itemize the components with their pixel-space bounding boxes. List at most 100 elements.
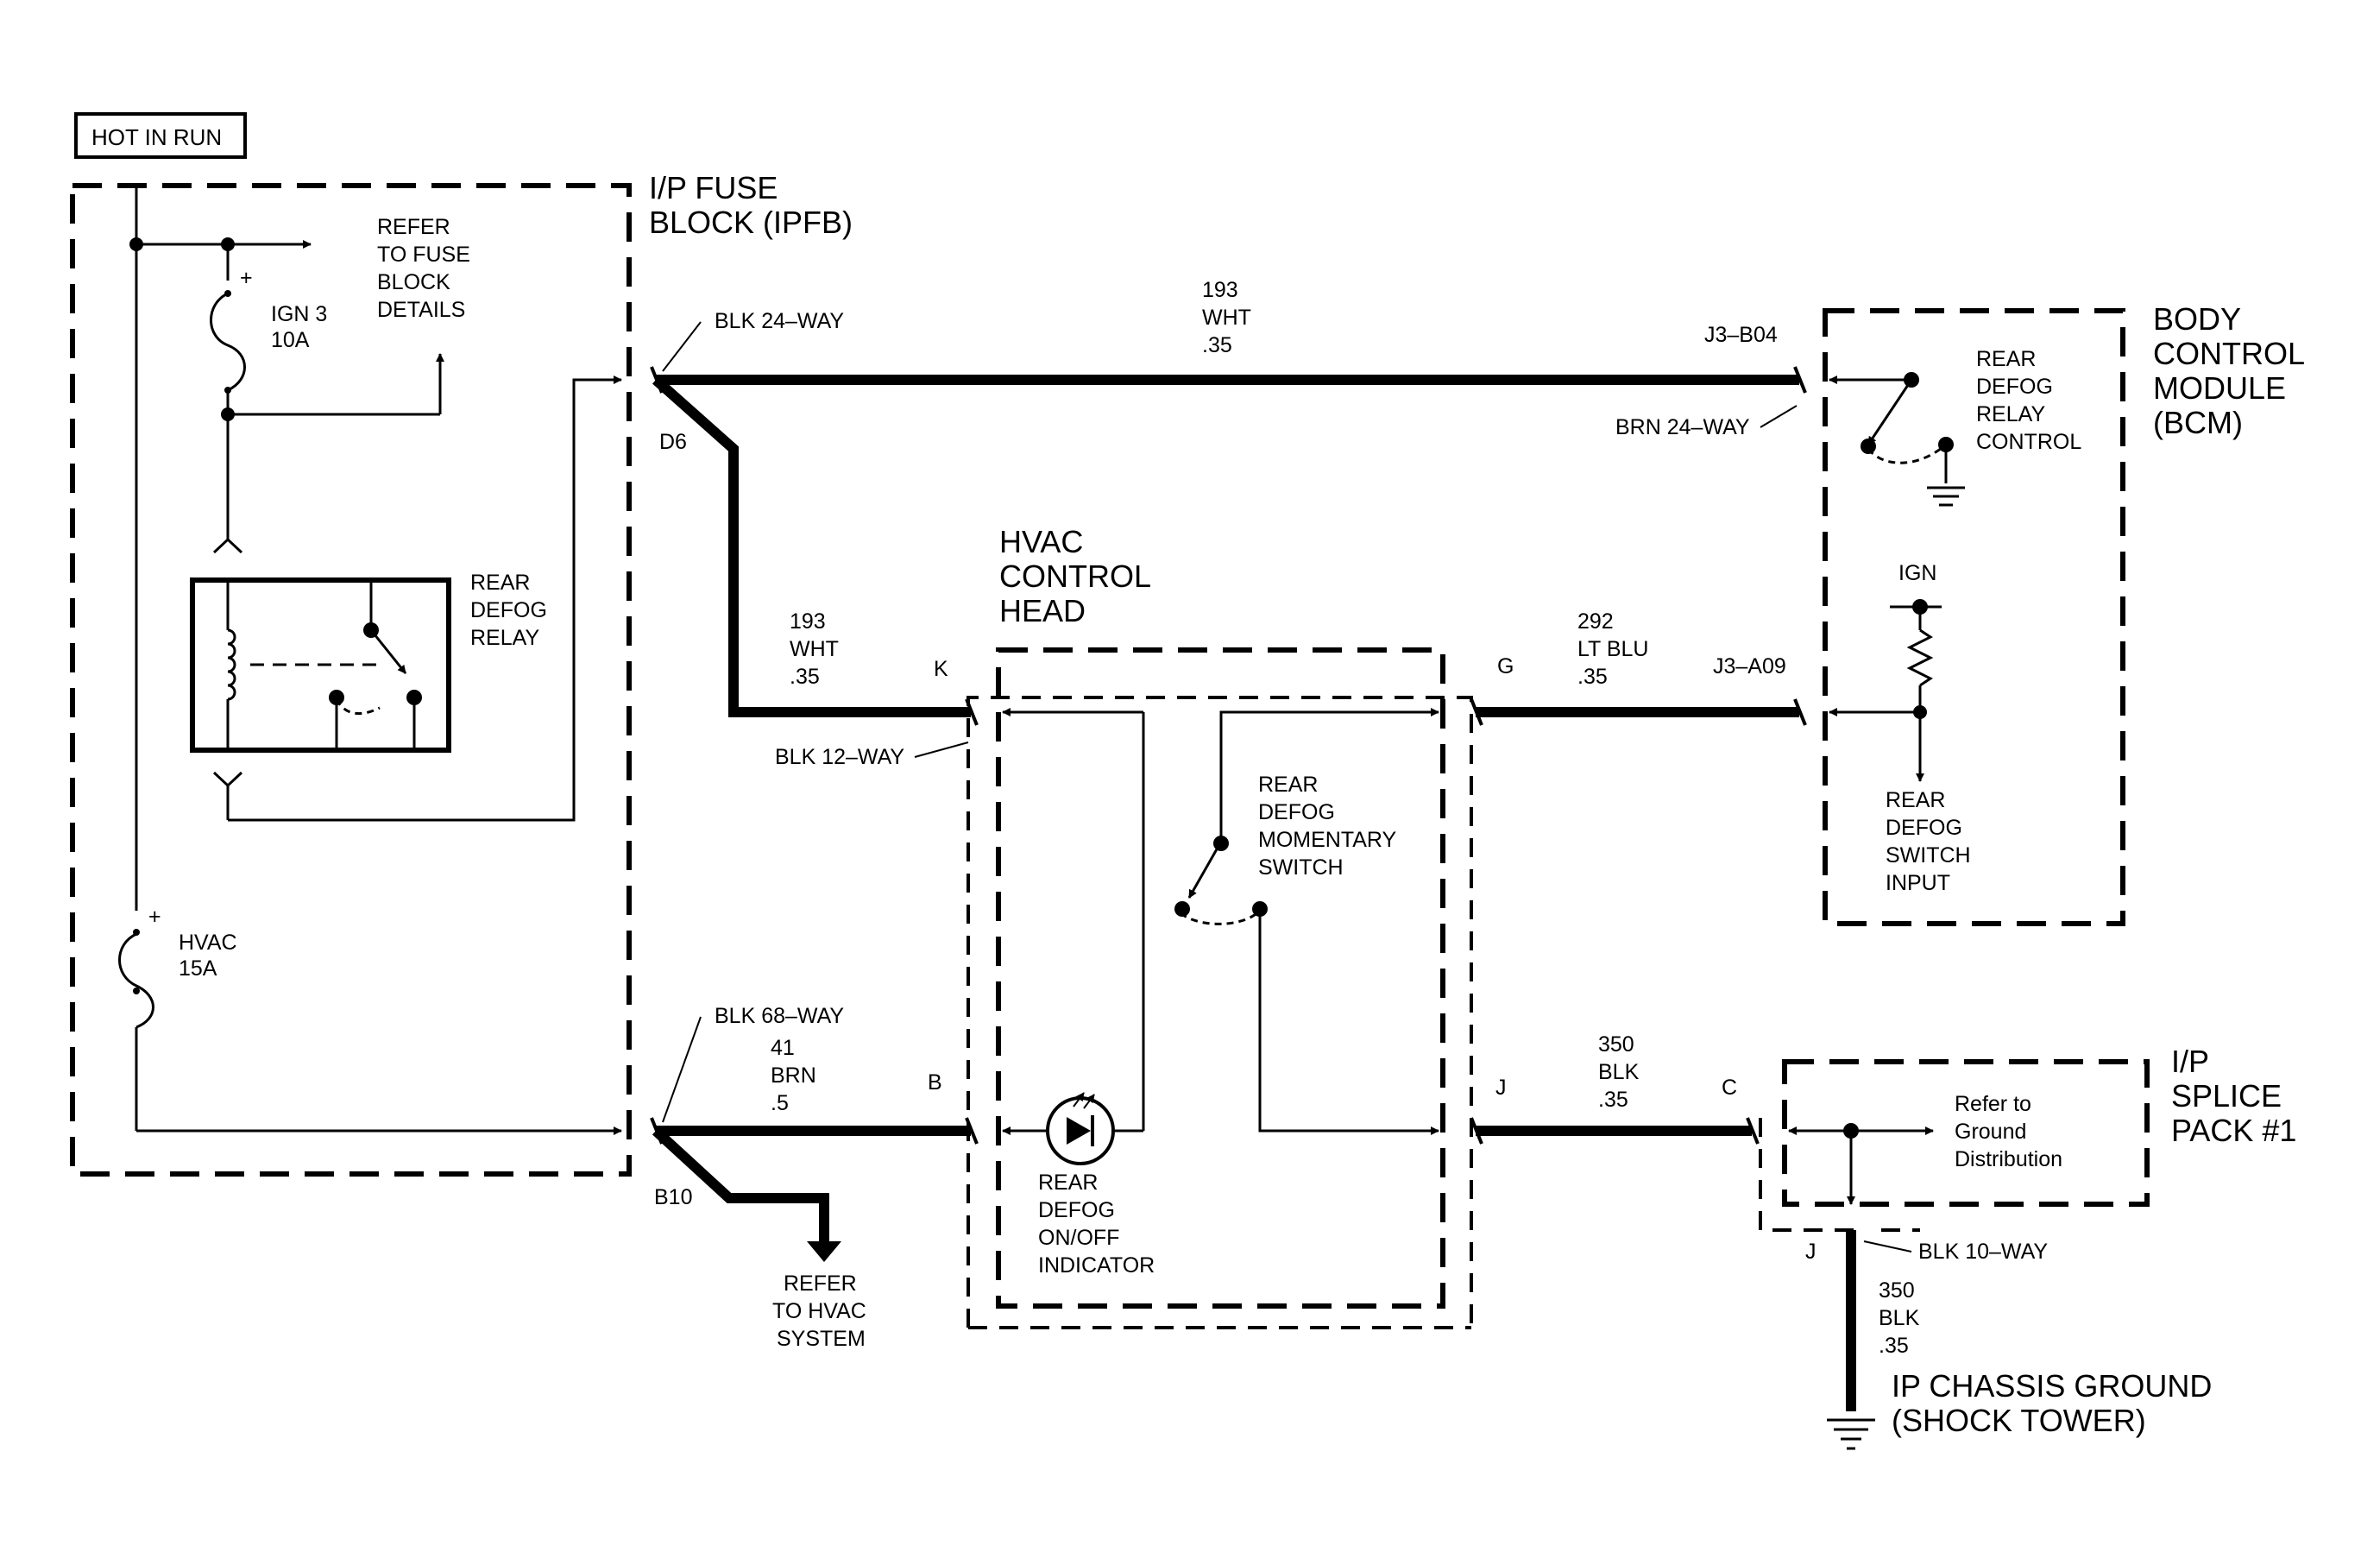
svg-text:HEAD: HEAD xyxy=(999,593,1086,628)
ign3-fuse: + IGN 3 10A xyxy=(240,266,327,352)
svg-text:DEFOG: DEFOG xyxy=(1886,816,1962,840)
splice-internal-wiring xyxy=(1788,1126,1934,1205)
svg-text:I/P FUSE: I/P FUSE xyxy=(649,170,778,205)
svg-text:TO HVAC: TO HVAC xyxy=(772,1299,866,1323)
svg-text:.35: .35 xyxy=(1577,665,1608,689)
connector-ticks xyxy=(650,366,1807,1145)
svg-text:BLK 10–WAY: BLK 10–WAY xyxy=(1918,1240,2048,1264)
svg-text:BLK 68–WAY: BLK 68–WAY xyxy=(715,1004,844,1028)
svg-text:IP CHASSIS GROUND: IP CHASSIS GROUND xyxy=(1892,1368,2212,1404)
indicator-label: REAR DEFOG ON/OFF INDICATOR xyxy=(1038,1171,1155,1278)
svg-text:J3–A09: J3–A09 xyxy=(1713,654,1786,678)
svg-text:193: 193 xyxy=(1202,278,1238,302)
svg-text:G: G xyxy=(1497,654,1514,678)
svg-text:WHT: WHT xyxy=(790,637,839,661)
hvac-head-title: HVAC CONTROL HEAD xyxy=(999,524,1151,628)
svg-text:PACK #1: PACK #1 xyxy=(2171,1113,2296,1148)
svg-text:CONTROL: CONTROL xyxy=(2153,336,2305,371)
svg-text:292: 292 xyxy=(1577,609,1614,634)
ipfb-splice-dots xyxy=(129,237,235,994)
svg-text:RELAY: RELAY xyxy=(470,626,539,650)
svg-text:10A: 10A xyxy=(271,328,310,352)
bcm-title: BODY CONTROL MODULE (BCM) xyxy=(2153,301,2305,440)
svg-text:REAR: REAR xyxy=(1258,773,1318,797)
svg-text:B10: B10 xyxy=(654,1185,692,1209)
svg-text:Distribution: Distribution xyxy=(1955,1147,2062,1171)
svg-text:.5: .5 xyxy=(771,1091,789,1115)
hvac-system-arrow xyxy=(807,1241,841,1262)
svg-text:WHT: WHT xyxy=(1202,306,1251,330)
svg-text:J: J xyxy=(1495,1076,1507,1100)
svg-text:SPLICE: SPLICE xyxy=(2171,1078,2282,1114)
bcm-input-label: REAR DEFOG SWITCH INPUT xyxy=(1886,788,1971,895)
svg-text:REAR: REAR xyxy=(470,571,530,595)
svg-text:SWITCH: SWITCH xyxy=(1886,843,1971,868)
svg-text:Refer to: Refer to xyxy=(1955,1092,2031,1116)
svg-text:SYSTEM: SYSTEM xyxy=(777,1327,866,1351)
svg-text:K: K xyxy=(934,657,948,681)
svg-text:DETAILS: DETAILS xyxy=(377,298,465,322)
ipfb-box xyxy=(70,183,632,1177)
svg-text:INDICATOR: INDICATOR xyxy=(1038,1253,1155,1278)
svg-text:DEFOG: DEFOG xyxy=(470,598,547,622)
svg-text:(SHOCK TOWER): (SHOCK TOWER) xyxy=(1892,1403,2146,1438)
svg-text:HVAC: HVAC xyxy=(999,524,1083,559)
svg-text:.35: .35 xyxy=(1879,1334,1909,1358)
momentary-switch-label: REAR DEFOG MOMENTARY SWITCH xyxy=(1258,773,1397,880)
svg-text:REAR: REAR xyxy=(1886,788,1945,812)
svg-text:RELAY: RELAY xyxy=(1976,402,2045,426)
bcm-dots xyxy=(1861,372,1954,719)
svg-text:BLOCK (IPFB): BLOCK (IPFB) xyxy=(649,205,853,240)
ipfb-internal-wiring xyxy=(118,188,622,1135)
svg-text:HOT IN RUN: HOT IN RUN xyxy=(91,124,222,150)
splice-pack-box xyxy=(1759,1059,2150,1232)
svg-text:193: 193 xyxy=(790,609,826,634)
hvac-fuse: + HVAC 15A xyxy=(148,905,237,981)
fuse-details-note: REFER TO FUSE BLOCK DETAILS xyxy=(377,215,470,322)
svg-text:IGN: IGN xyxy=(1898,561,1936,585)
hvac-head-dots xyxy=(1174,836,1268,917)
svg-text:C: C xyxy=(1722,1076,1737,1100)
svg-text:REAR: REAR xyxy=(1976,347,2036,371)
connector-labels: BLK 24–WAY D6 J3–B04 BRN 24–WAY K BLK 12… xyxy=(654,309,2048,1264)
svg-text:Ground: Ground xyxy=(1955,1120,2026,1144)
svg-text:CONTROL: CONTROL xyxy=(999,558,1151,594)
svg-text:J3–B04: J3–B04 xyxy=(1704,323,1778,347)
splice-dot xyxy=(1843,1123,1859,1139)
svg-text:BLK: BLK xyxy=(1598,1060,1640,1084)
svg-text:REFER: REFER xyxy=(377,215,450,239)
svg-text:(BCM): (BCM) xyxy=(2153,405,2243,440)
svg-text:J: J xyxy=(1805,1240,1816,1264)
svg-text:TO FUSE: TO FUSE xyxy=(377,243,470,267)
svg-text:ON/OFF: ON/OFF xyxy=(1038,1226,1119,1250)
svg-text:MODULE: MODULE xyxy=(2153,370,2286,406)
wire-labels: 193 WHT .35 193 WHT .35 292 LT BLU .35 4… xyxy=(771,278,1920,1358)
svg-text:SWITCH: SWITCH xyxy=(1258,855,1344,880)
svg-text:BRN 24–WAY: BRN 24–WAY xyxy=(1615,415,1750,439)
svg-text:IGN 3: IGN 3 xyxy=(271,302,327,326)
svg-text:REAR: REAR xyxy=(1038,1171,1098,1195)
svg-text:LT BLU: LT BLU xyxy=(1577,637,1648,661)
bcm-control-label: REAR DEFOG RELAY CONTROL xyxy=(1976,347,2081,454)
svg-text:BLK 12–WAY: BLK 12–WAY xyxy=(775,745,904,769)
connector-leaders xyxy=(662,321,1912,1253)
svg-text:.35: .35 xyxy=(790,665,820,689)
hvac-head-box xyxy=(966,647,1473,1329)
ipfb-title: I/P FUSE BLOCK (IPFB) xyxy=(649,170,853,240)
svg-text:.35: .35 xyxy=(1202,333,1232,357)
svg-text:BLK: BLK xyxy=(1879,1306,1920,1330)
svg-text:I/P: I/P xyxy=(2171,1044,2209,1079)
svg-text:BLOCK: BLOCK xyxy=(377,270,450,294)
rear-defog-relay: REAR DEFOG RELAY xyxy=(190,571,547,753)
svg-text:DEFOG: DEFOG xyxy=(1258,800,1335,824)
svg-text:BODY: BODY xyxy=(2153,301,2241,337)
ign-label: IGN xyxy=(1898,561,1936,585)
svg-text:350: 350 xyxy=(1879,1278,1915,1303)
svg-text:CONTROL: CONTROL xyxy=(1976,430,2081,454)
svg-text:REFER: REFER xyxy=(784,1272,857,1296)
hvac-head-internal-wiring xyxy=(1002,708,1439,1135)
chassis-ground-title: IP CHASSIS GROUND (SHOCK TOWER) xyxy=(1892,1368,2212,1438)
harness-wires xyxy=(652,375,1856,1411)
svg-text:+: + xyxy=(148,905,161,929)
